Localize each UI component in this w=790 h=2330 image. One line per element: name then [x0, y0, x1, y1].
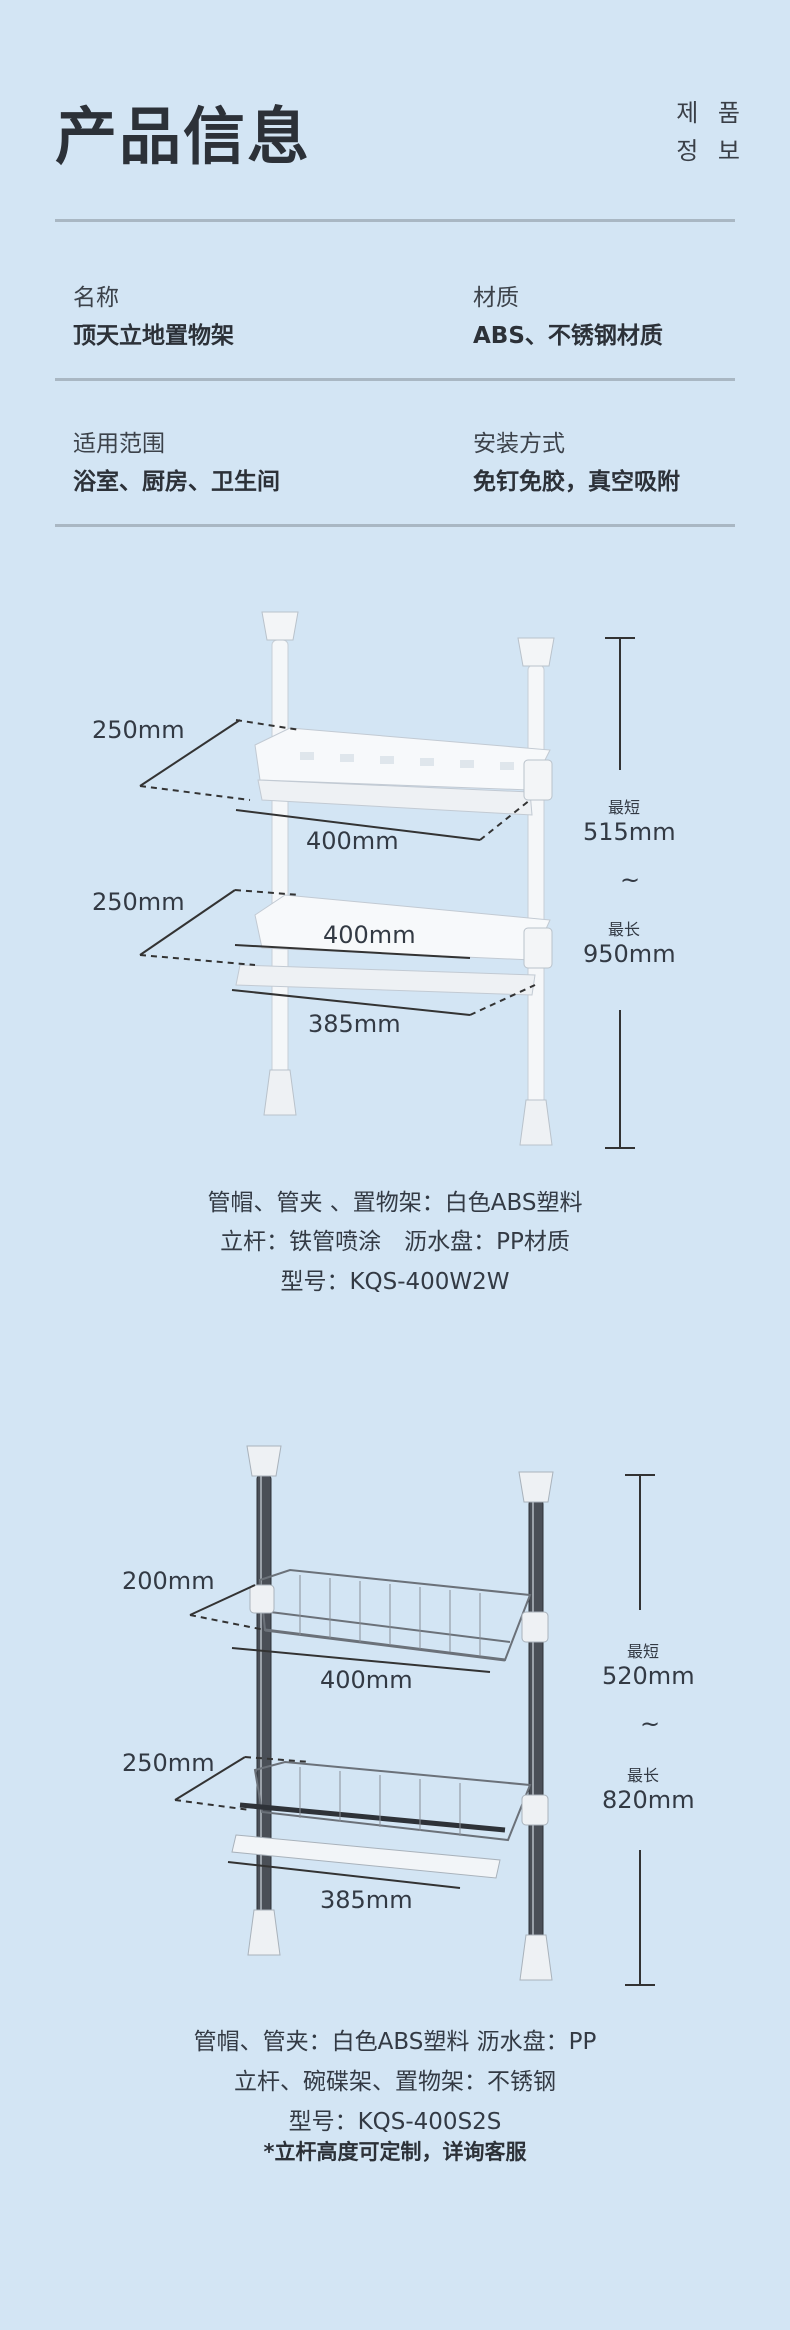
p2-min-label: 最短: [627, 1642, 660, 1661]
p2-max-label: 最长: [627, 1766, 660, 1785]
info-name-label: 名称: [73, 285, 119, 311]
korean-subtitle-line2: 정 보: [676, 137, 746, 165]
info-name-value: 顶天立地置物架: [73, 323, 234, 349]
divider: [55, 378, 735, 381]
info-install-label: 安装方式: [473, 431, 565, 457]
p2-caption-1: 管帽、管夹：白色ABS塑料 沥水盘：PP: [193, 2029, 597, 2055]
info-scope-value: 浴室、厨房、卫生间: [73, 469, 280, 495]
p2-tray-width: 385mm: [320, 1886, 413, 1914]
p1-caption-3: 型号：KQS-400W2W: [280, 1269, 510, 1295]
p2-caption-3: 型号：KQS-400S2S: [288, 2109, 502, 2135]
info-material-label: 材质: [473, 285, 519, 311]
p1-top-width: 400mm: [306, 827, 399, 855]
p2-top-depth: 200mm: [122, 1567, 215, 1595]
korean-subtitle-line1: 제 품: [676, 99, 746, 127]
p2-max-value: 820mm: [602, 1786, 695, 1814]
divider: [55, 219, 735, 222]
info-material-value: ABS、不锈钢材质: [473, 323, 663, 349]
p2-caption-2: 立杆、碗碟架、置物架：不锈钢: [234, 2069, 556, 2095]
p1-max-value: 950mm: [583, 940, 676, 968]
p1-bottom-width: 400mm: [323, 921, 416, 949]
p1-bottom-depth: 250mm: [92, 888, 185, 916]
info-scope-label: 适用范围: [73, 431, 165, 457]
korean-subtitle: 제 품 정 보: [666, 94, 746, 170]
p2-tilde: ~: [640, 1710, 661, 1738]
page-title: 产品信息: [55, 100, 312, 173]
p1-min-label: 最短: [608, 798, 641, 817]
p1-caption-2: 立杆：铁管喷涂 沥水盘：PP材质: [220, 1229, 570, 1255]
p2-min-value: 520mm: [602, 1662, 695, 1690]
p1-max-label: 最长: [608, 920, 641, 939]
white-rack-illustration: [139, 611, 635, 1149]
info-install-value: 免钉免胶，真空吸附: [473, 469, 680, 495]
p1-top-depth: 250mm: [92, 716, 185, 744]
p2-top-width: 400mm: [320, 1666, 413, 1694]
divider: [55, 524, 735, 527]
p1-tilde: ~: [620, 866, 641, 894]
custom-height-note: *立杆高度可定制，详询客服: [263, 2140, 527, 2164]
p1-min-value: 515mm: [583, 818, 676, 846]
p1-caption-1: 管帽、管夹 、置物架：白色ABS塑料: [207, 1190, 583, 1216]
p2-bottom-depth: 250mm: [122, 1749, 215, 1777]
p1-tray-width: 385mm: [308, 1010, 401, 1038]
steel-rack-illustration: [174, 1445, 655, 1986]
